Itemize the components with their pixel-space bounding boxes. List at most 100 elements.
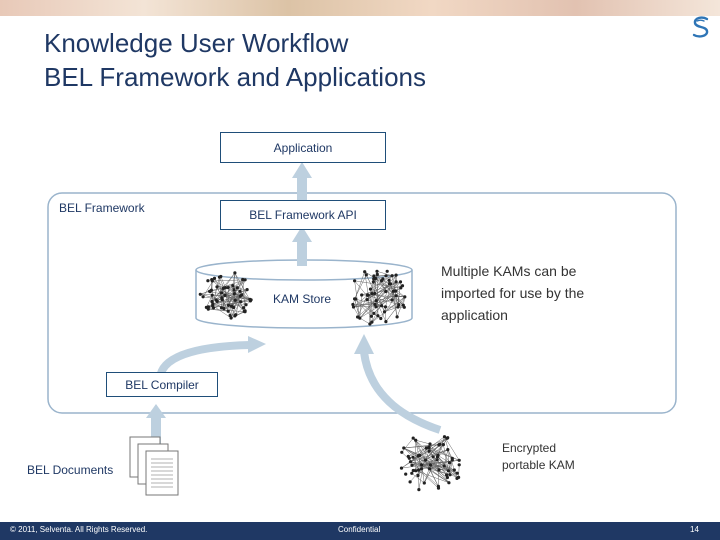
arrow-api-to-application — [292, 162, 312, 206]
network-edge — [382, 278, 400, 305]
network-node — [241, 277, 245, 282]
network-node — [401, 303, 405, 307]
network-node — [437, 468, 441, 472]
network-node — [384, 274, 388, 278]
network-node — [402, 446, 406, 450]
network-node — [394, 280, 398, 284]
network-node — [360, 293, 364, 297]
network-node — [419, 467, 423, 471]
network-edge — [231, 287, 238, 307]
network-edge — [448, 470, 459, 478]
network-node — [411, 468, 415, 473]
network-edge — [211, 279, 245, 312]
network-edge — [211, 279, 251, 302]
network-node — [234, 313, 238, 317]
network-node — [228, 313, 232, 318]
network-node — [239, 300, 243, 304]
page-title: Knowledge User Workflow BEL Framework an… — [44, 26, 426, 94]
application-box: Application — [220, 132, 386, 163]
multi-kam-note: Multiple KAMs can be imported for use by… — [441, 263, 585, 323]
network-node — [390, 274, 394, 278]
network-edge — [371, 274, 397, 323]
network-node — [384, 289, 388, 294]
network-node — [450, 458, 454, 462]
network-node — [428, 467, 432, 471]
network-node — [374, 305, 378, 309]
footer-bar: © 2011, Selventa. All Rights Reserved. C… — [0, 522, 720, 540]
network-edge — [373, 281, 401, 314]
network-node — [374, 299, 378, 303]
network-node — [364, 273, 368, 277]
network-edge — [367, 299, 382, 306]
network-node — [233, 298, 237, 302]
network-edge — [410, 461, 430, 470]
network-node — [243, 309, 247, 313]
network-node — [436, 486, 441, 490]
network-edge — [359, 317, 371, 325]
network-node — [201, 295, 205, 299]
network-node — [428, 442, 432, 446]
network-edge — [428, 447, 438, 457]
network-edge — [367, 294, 372, 317]
network-node — [424, 446, 428, 450]
network-node — [435, 455, 440, 459]
network-node — [400, 450, 404, 454]
network-node — [353, 297, 357, 301]
network-node — [375, 269, 379, 273]
framework-container — [47, 192, 677, 414]
network-edge — [430, 464, 445, 467]
network-edge — [403, 447, 440, 471]
network-edge — [233, 272, 236, 290]
network-node — [420, 463, 424, 467]
network-edge — [208, 308, 246, 312]
network-node — [238, 294, 242, 298]
network-node — [390, 298, 394, 302]
network-edge — [239, 291, 251, 300]
network-node — [235, 286, 239, 290]
network-node — [446, 448, 450, 452]
network-node — [232, 292, 236, 296]
network-graph-icon — [351, 269, 407, 326]
network-node — [380, 304, 384, 308]
network-edge — [395, 275, 400, 305]
network-node — [455, 476, 459, 480]
network-node — [217, 275, 222, 279]
network-edge — [411, 449, 448, 466]
network-edge — [359, 283, 390, 319]
network-edge — [403, 447, 448, 478]
network-node — [208, 289, 212, 293]
network-edge — [211, 288, 224, 302]
network-node — [220, 298, 224, 302]
network-node — [417, 468, 421, 472]
network-node — [245, 288, 249, 292]
network-edge — [220, 276, 226, 288]
network-node — [223, 293, 227, 297]
network-node — [427, 446, 431, 450]
network-node — [232, 288, 236, 292]
network-node — [215, 285, 219, 289]
network-node — [379, 316, 383, 321]
network-edge — [370, 288, 377, 301]
network-edge — [396, 296, 406, 317]
network-node — [445, 473, 449, 477]
network-edge — [403, 443, 440, 449]
network-node — [210, 293, 214, 297]
network-node — [446, 469, 450, 473]
network-node — [435, 458, 439, 462]
network-node — [368, 322, 372, 326]
network-node — [244, 303, 248, 307]
network-node — [417, 488, 421, 492]
network-node — [383, 305, 388, 309]
title-line-2: BEL Framework and Applications — [44, 62, 427, 92]
network-node — [411, 455, 415, 459]
network-node — [198, 292, 202, 296]
network-edge — [364, 271, 396, 292]
network-node — [384, 320, 388, 324]
encrypted-kam-line-1: Encrypted — [502, 441, 557, 455]
application-label: Application — [273, 140, 333, 155]
network-edge — [430, 464, 450, 483]
network-edge — [212, 305, 232, 319]
network-node — [442, 464, 446, 468]
network-node — [351, 305, 356, 309]
network-node — [394, 289, 398, 293]
